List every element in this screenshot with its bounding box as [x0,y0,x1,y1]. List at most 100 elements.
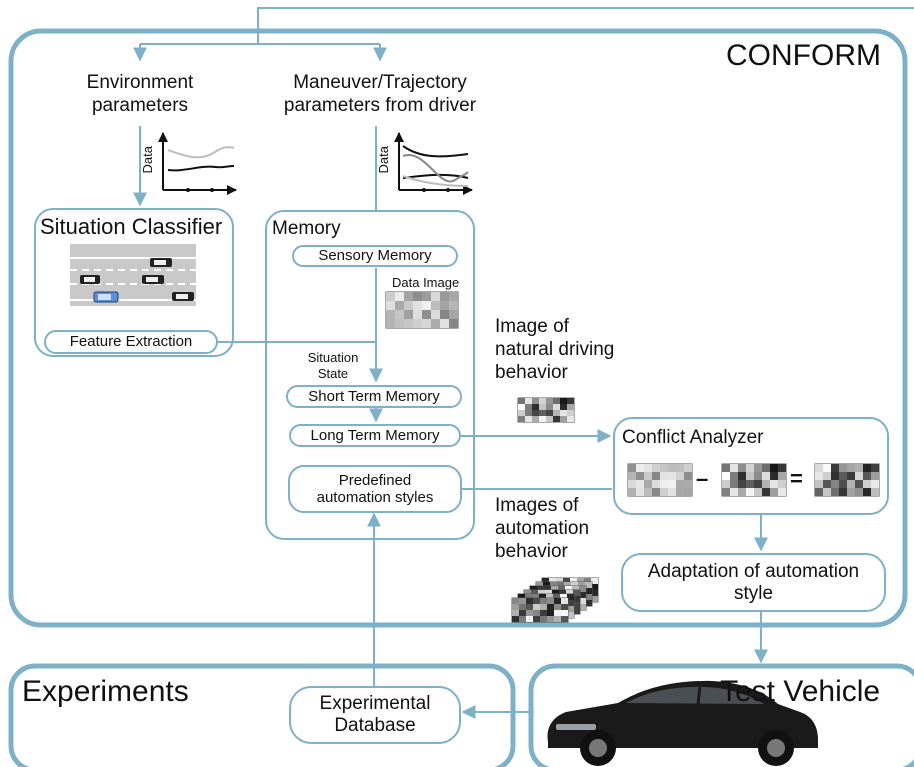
image-pixel [668,480,676,488]
image-pixel [547,616,554,622]
image-pixel [533,616,540,622]
image-pixel [554,598,561,604]
image-pixel [847,488,855,496]
image-pixel [863,488,871,496]
top-feedback-line [257,7,914,44]
image-pixel [770,480,778,488]
image-pixel [386,301,395,310]
image-pixel [519,598,526,604]
image-pixel [449,301,458,310]
short-term-memory-pill[interactable]: Short Term Memory [286,385,462,408]
image-pixel [404,319,413,328]
image-pixel [553,416,560,422]
image-pixel [839,472,847,480]
image-pixel [519,616,526,622]
image-pixel [628,488,636,496]
experimental-database-pill[interactable]: Experimental Database [289,686,461,744]
image-pixel [526,598,533,604]
image-pixel [561,610,568,616]
image-pixel [628,480,636,488]
image-pixel [684,480,692,488]
image-pixel [560,416,567,422]
image-pixel [754,464,762,472]
image-pixel [526,616,533,622]
image-pixel [855,480,863,488]
maneuver-data-plot [394,132,473,195]
image-pixel [449,310,458,319]
image-pixel [684,464,692,472]
image-pixel [585,600,592,606]
image-pixel [815,472,823,480]
image-pixel [573,596,580,602]
image-pixel [644,480,652,488]
natural-driving-image [517,397,575,423]
image-pixel [549,578,556,584]
car-icon [547,680,818,766]
image-pixel [512,616,519,622]
image-pixel [591,590,598,596]
image-pixel [558,586,565,592]
sensory-memory-pill[interactable]: Sensory Memory [292,245,458,267]
image-pixel [815,488,823,496]
image-pixel [557,582,564,588]
long-term-memory-pill[interactable]: Long Term Memory [289,424,461,447]
image-pixel [395,301,404,310]
feature-extraction-pill[interactable]: Feature Extraction [44,330,218,354]
image-pixel [547,610,554,616]
image-pixel [404,310,413,319]
image-pixel [440,292,449,301]
image-pixel [578,582,585,588]
image-pixel [778,472,786,480]
image-pixel [567,410,574,416]
conform-title: CONFORM [726,39,881,72]
image-pixel [652,480,660,488]
situation-classifier-title: Situation Classifier [40,214,223,239]
image-pixel [668,488,676,496]
image-pixel [539,398,546,404]
image-pixel [579,592,586,598]
image-pixel [431,301,440,310]
image-pixel [762,464,770,472]
image-pixel [660,480,668,488]
image-pixel [636,464,644,472]
image-pixel [815,480,823,488]
image-pixel [518,410,525,416]
image-pixel [536,582,543,588]
image-pixel [644,488,652,496]
image-pixel [591,584,598,590]
image-pixel [449,319,458,328]
image-pixel [564,582,571,588]
image-pixel [863,464,871,472]
image-pixel [550,582,557,588]
image-pixel [532,398,539,404]
image-pixel [567,398,574,404]
data-image-label: Data Image [392,275,460,290]
image-pixel [746,480,754,488]
image-pixel [722,480,730,488]
image-pixel [660,464,668,472]
car-icon [150,258,172,267]
natural-driving-label: Image of natural driving behavior [495,316,615,383]
image-pixel [871,472,879,480]
image-pixel [422,319,431,328]
automation-images-label: Images of automation behavior [495,495,590,562]
data-axis-label: Data [139,146,155,174]
maneuver-label: Maneuver/Trajectory parameters from driv… [283,72,477,116]
image-pixel [636,480,644,488]
image-pixel [585,594,592,600]
image-pixel [539,410,546,416]
image-pixel [778,464,786,472]
adaptation-pill[interactable]: Adaptation of automation style [621,553,886,612]
image-pixel [823,464,831,472]
image-pixel [526,604,533,610]
image-pixel [831,464,839,472]
image-pixel [386,292,395,301]
test-vehicle-title: Test Vehicle [720,675,881,708]
predefined-styles-pill[interactable]: Predefined automation styles [288,465,462,513]
image-pixel [871,488,879,496]
image-pixel [540,604,547,610]
image-pixel [404,301,413,310]
image-pixel [553,594,560,600]
image-pixel [540,616,547,622]
image-pixel [571,582,578,588]
